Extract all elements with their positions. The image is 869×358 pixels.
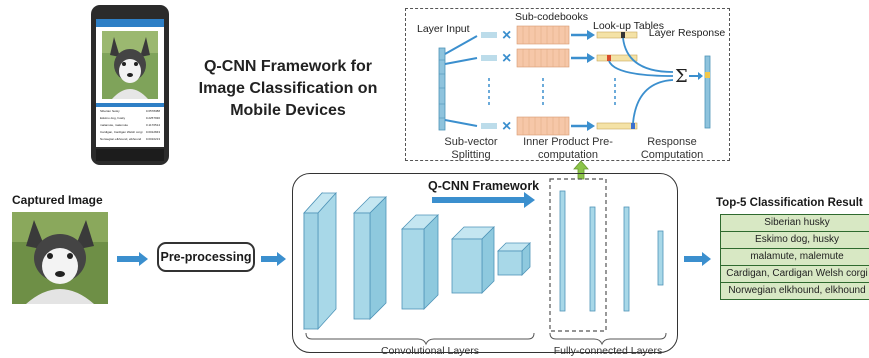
fc-layer-3 [623,206,630,312]
conv-layer-2 [353,196,387,320]
result-row-5: Norwegian elkhound, elkhound [720,282,869,300]
label-response-computation: Response Computation [640,136,704,161]
conv-brace [305,332,535,346]
qcnn-detail-diagram: × × × [417,11,726,136]
captured-dog-photo [12,212,108,304]
phone-dog-photo [102,31,158,99]
split-arrow [444,119,478,127]
phone-result-name: Siberian husky [100,109,120,113]
phone-result-score: 0.1170514 [146,123,160,127]
fc-highlight-box [549,178,607,332]
phone-nav-bar [96,149,164,161]
multiply-icon: × [502,27,511,44]
response-path [622,37,674,73]
split-arrow [444,57,478,65]
conv-layer-3 [401,214,439,310]
phone-result-row: Cardigan, Cardigan Welsh corgi 0.0012843 [100,130,160,136]
sub-vector [481,55,497,61]
phone-result-score: 0.0010213 [145,137,160,141]
phone-screen: Siberian husky 0.6578388 Eskimo dog, hus… [96,19,164,147]
phone-appbar [96,19,164,27]
qcnn-arrow [432,197,524,203]
phone-result-name: Cardigan, Cardigan Welsh corgi [100,130,143,134]
sub-codebook [516,25,570,45]
phone-results-list: Siberian husky 0.6578388 Eskimo dog, hus… [96,109,164,145]
label-fc-layers: Fully-connected Layers [553,345,663,357]
conv-layer-4 [451,226,495,294]
label-sub-codebooks: Sub-codebooks [515,11,588,23]
phone-result-name: Norwegian elkhound, elkhound [100,137,142,141]
layer-input-vector [438,47,446,131]
phone-result-score: 0.2257930 [145,116,160,120]
label-sub-vector-splitting: Sub-vector Splitting [444,136,498,161]
phone-results-header [96,103,164,107]
fc-layer-1 [559,190,566,312]
label-conv-layers: Convolutional Layers [380,345,480,357]
phone-result-row: Siberian husky 0.6578388 [100,109,160,115]
label-captured-image: Captured Image [12,193,103,207]
result-row-1: Siberian husky [720,214,869,232]
result-row-3: malamute, malemute [720,248,869,266]
layer-response-vector [704,55,711,129]
multiply-icon: × [502,118,511,135]
smartphone: Siberian husky 0.6578388 Eskimo dog, hus… [91,5,169,165]
phone-result-name: Eskimo dog, husky [100,116,126,120]
split-arrow [444,35,478,55]
phone-result-score: 0.0012843 [145,130,160,134]
conv-layer-5 [497,242,531,276]
result-row-2: Eskimo dog, husky [720,231,869,249]
arrow-to-preprocessing [117,252,148,266]
network-diagram [303,178,667,346]
arrow-to-network [261,252,286,266]
fc-brace [549,332,667,346]
label-inner-product: Inner Product Pre-computation [523,136,613,161]
label-layer-input: Layer Input [417,23,470,35]
phone-result-row: malamute, malemute 0.1170514 [100,123,160,129]
sub-codebook [516,116,570,136]
sub-vector [481,123,497,129]
arrow-to-results [684,252,711,266]
multiply-icon: × [502,50,511,67]
phone-result-score: 0.6578388 [145,109,160,113]
top5-results: Top-5 Classification Result Siberian hus… [716,197,869,300]
network-container [292,173,678,353]
preprocessing-box: Pre-processing [157,242,255,272]
label-qcnn-framework: Q-CNN Framework [428,179,540,193]
response-path [632,79,674,124]
top5-list: Siberian husky Eskimo dog, husky malamut… [716,214,869,300]
lookup-table [596,54,638,62]
sum-icon: Σ [675,66,688,87]
phone-result-name: malamute, malemute [100,123,129,127]
result-row-4: Cardigan, Cardigan Welsh corgi [720,265,869,283]
label-layer-response: Layer Response [649,27,726,39]
figure-title: Q-CNN Framework for Image Classification… [178,56,398,122]
lookup-table [596,31,638,39]
qcnn-detail-panel [405,8,730,161]
sub-vector [481,32,497,38]
sub-codebook [516,48,570,68]
label-lookup-tables: Look-up Tables [593,20,664,32]
phone-result-row: Norwegian elkhound, elkhound 0.0010213 [100,137,160,143]
fc-layer-2 [589,206,596,312]
preprocessing-label: Pre-processing [160,250,252,264]
title-line-3: Mobile Devices [230,102,346,119]
title-line-1: Q-CNN Framework for [203,58,373,75]
conv-layer-1 [303,191,337,331]
fc-layer-4 [657,230,664,286]
top5-title: Top-5 Classification Result [716,197,863,209]
title-line-2: Image Classification on [198,80,378,97]
lookup-table [596,122,638,130]
response-path [608,60,674,77]
phone-result-row: Eskimo dog, husky 0.2257930 [100,116,160,122]
